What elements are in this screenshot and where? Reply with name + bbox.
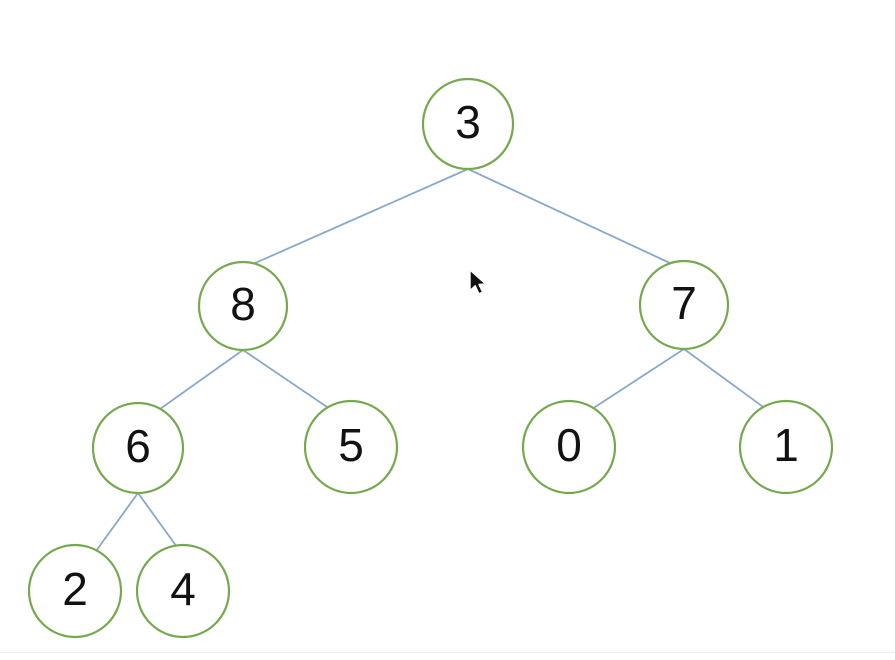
tree-nodes-group: 3 8 7 6 5 0 1 2 4 — [27, 77, 834, 639]
tree-node-6[interactable]: 6 — [91, 401, 185, 495]
node-label-0: 0 — [556, 419, 582, 471]
tree-node-0[interactable]: 0 — [521, 399, 617, 495]
node-circle-8 — [197, 260, 289, 352]
tree-edge-n6-n2 — [95, 492, 139, 552]
node-label-2: 2 — [62, 563, 88, 615]
bottom-divider — [0, 652, 895, 653]
node-label-7: 7 — [671, 277, 697, 329]
tree-node-3[interactable]: 3 — [421, 77, 515, 171]
node-label-6: 6 — [125, 420, 151, 472]
tree-node-1[interactable]: 1 — [738, 399, 834, 495]
tree-edge-n3-n7 — [467, 168, 673, 265]
tree-node-7[interactable]: 7 — [638, 259, 730, 351]
tree-edges-group — [95, 168, 767, 552]
tree-edge-n8-n5 — [242, 349, 331, 410]
node-circle-6 — [91, 401, 185, 495]
node-circle-1 — [738, 399, 834, 495]
node-circle-3 — [421, 77, 515, 171]
tree-edge-n6-n4 — [137, 492, 178, 548]
node-circle-5 — [303, 399, 399, 495]
node-label-4: 4 — [170, 563, 196, 615]
node-circle-7 — [638, 259, 730, 351]
node-label-8: 8 — [230, 278, 256, 330]
tree-node-2[interactable]: 2 — [27, 543, 123, 639]
node-circle-4 — [135, 543, 231, 639]
tree-node-5[interactable]: 5 — [303, 399, 399, 495]
tree-node-4[interactable]: 4 — [135, 543, 231, 639]
tree-edge-n7-n0 — [591, 348, 685, 410]
tree-node-8[interactable]: 8 — [197, 260, 289, 352]
tree-edge-n3-n8 — [252, 168, 469, 265]
node-label-1: 1 — [773, 419, 799, 471]
node-circle-0 — [521, 399, 617, 495]
node-label-3: 3 — [455, 96, 481, 148]
tree-edge-n8-n6 — [159, 349, 244, 410]
node-label-5: 5 — [338, 419, 364, 471]
tree-edge-n7-n1 — [683, 348, 767, 410]
node-circle-2 — [27, 543, 123, 639]
